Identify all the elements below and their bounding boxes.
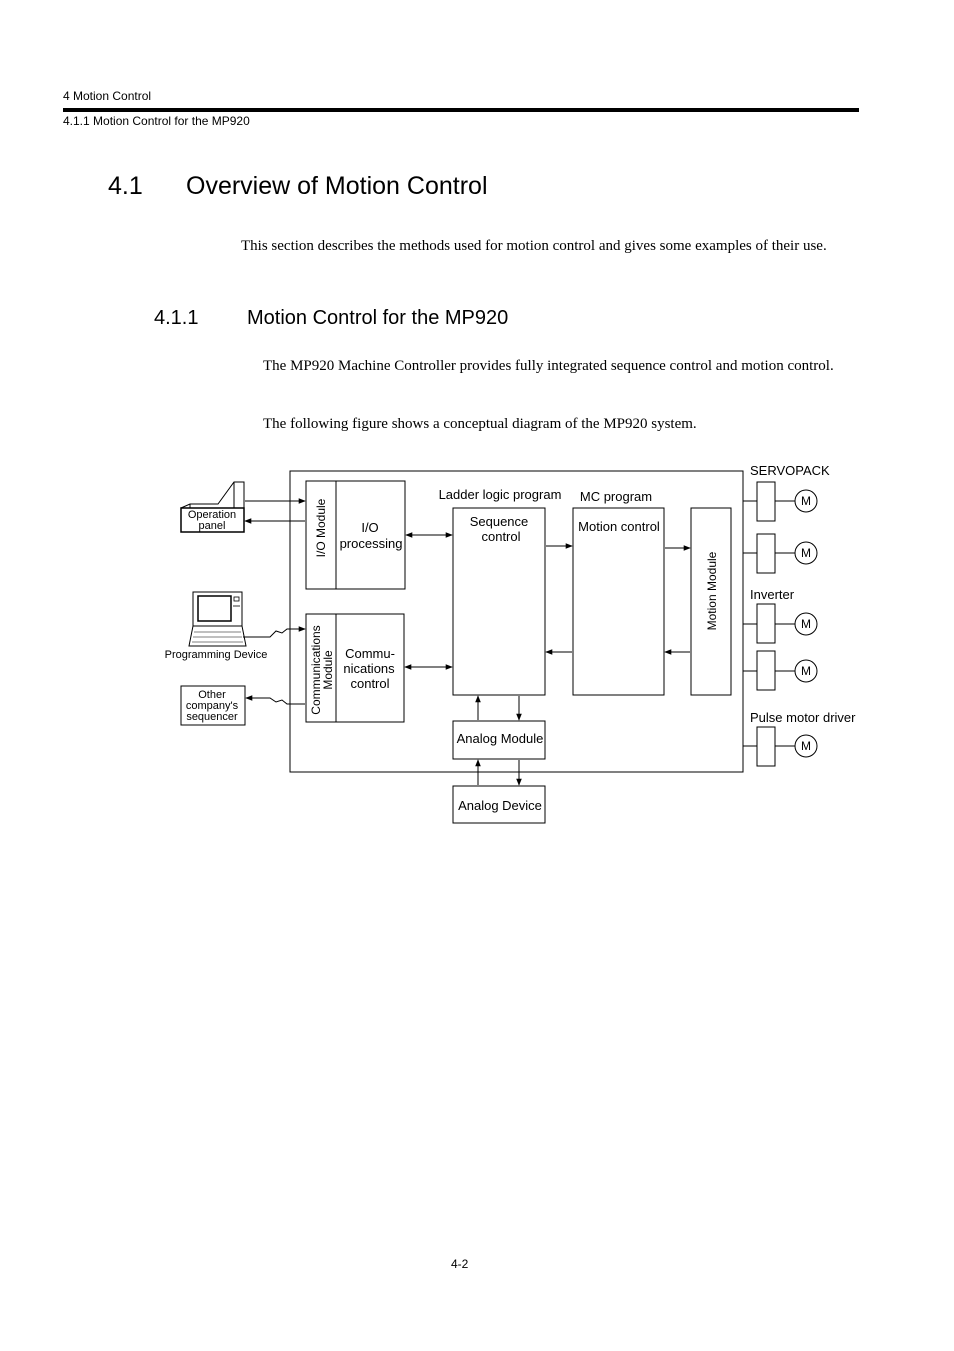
ladder-logic-program-label: Ladder logic program: [439, 487, 562, 502]
analog-module-box: [452, 720, 546, 760]
communications-control-label-line2: nications: [343, 661, 395, 676]
motor-label-2: M: [801, 546, 811, 560]
analog-module-label: Analog Module: [457, 731, 544, 746]
motor-symbol-2: [794, 541, 818, 565]
subsection-heading-title: Motion Control for the MP920: [247, 307, 509, 329]
motor-symbol-5: [794, 734, 818, 758]
header-rule: [63, 108, 859, 112]
drive-unit-servopack-2: [743, 533, 795, 574]
motor-symbol-4: [794, 659, 818, 683]
io-module-box: [305, 480, 406, 590]
section-heading-title: Overview of Motion Control: [186, 172, 488, 200]
motion-module-label: Motion Module: [705, 551, 719, 630]
other-sequencer-label-line2: company's: [186, 700, 239, 712]
analog-device-box: [452, 785, 546, 824]
body-paragraph-2: The following figure shows a conceptual …: [263, 416, 697, 432]
operation-panel-label-line1: Operation: [188, 509, 236, 521]
sequence-control-label-line2: control: [481, 529, 520, 544]
servopack-label: SERVOPACK: [750, 463, 830, 478]
running-header-section: 4.1.1 Motion Control for the MP920: [63, 114, 250, 128]
motor-label-3: M: [801, 617, 811, 631]
subsection-heading-number: 4.1.1: [154, 307, 199, 329]
drive-unit-inverter-2: [743, 650, 795, 691]
sequence-control-label-line1: Sequence: [470, 514, 529, 529]
io-processing-label-line2: processing: [340, 536, 403, 551]
io-processing-label-line1: I/O: [361, 520, 378, 535]
subsection-heading: 4.1.1 Motion Control for the MP920: [154, 307, 508, 330]
page-number: 4-2: [451, 1257, 469, 1271]
computer-icon: [188, 591, 247, 647]
other-sequencer-label-line1: Other: [198, 689, 226, 701]
motion-control-label: Motion control: [578, 519, 660, 534]
communications-module-box: [305, 613, 405, 723]
operation-panel-icon: [180, 481, 245, 533]
other-sequencer-box: [180, 685, 246, 726]
motor-label-4: M: [801, 664, 811, 678]
motor-label-5: M: [801, 739, 811, 753]
intro-paragraph: This section describes the methods used …: [241, 238, 827, 254]
analog-device-label: Analog Device: [458, 798, 542, 813]
section-heading-number: 4.1: [108, 172, 143, 200]
communications-module-label-line2: Module: [321, 650, 335, 690]
mp920-controller-frame: [289, 470, 744, 773]
io-module-label: I/O Module: [314, 498, 328, 557]
connection-arrows: [243, 498, 691, 786]
communications-module-label-line1: Communications: [309, 625, 323, 714]
inverter-label: Inverter: [750, 587, 795, 602]
motor-symbol-1: [794, 489, 818, 513]
programming-device-label: Programming Device: [165, 649, 268, 661]
body-paragraph-1: The MP920 Machine Controller provides fu…: [263, 358, 834, 374]
communications-control-label-line1: Commu-: [345, 646, 395, 661]
other-sequencer-label-line3: sequencer: [186, 711, 238, 723]
motor-label-1: M: [801, 494, 811, 508]
drive-unit-inverter-1: [743, 603, 795, 644]
sequence-control-box: [452, 507, 546, 696]
motor-symbol-3: [794, 612, 818, 636]
communications-control-label-line3: control: [350, 676, 389, 691]
mc-program-label: MC program: [580, 489, 652, 504]
running-header-chapter: 4 Motion Control: [63, 89, 152, 103]
pulse-motor-driver-label: Pulse motor driver: [750, 710, 856, 725]
operation-panel-label-line2: panel: [199, 520, 226, 532]
section-heading: 4.1 Overview of Motion Control: [108, 172, 488, 201]
motion-control-box: [572, 507, 665, 696]
motion-module-box: [690, 507, 732, 696]
drive-unit-pulse-motor-driver: [743, 726, 795, 767]
drive-unit-servopack-1: [743, 481, 795, 522]
